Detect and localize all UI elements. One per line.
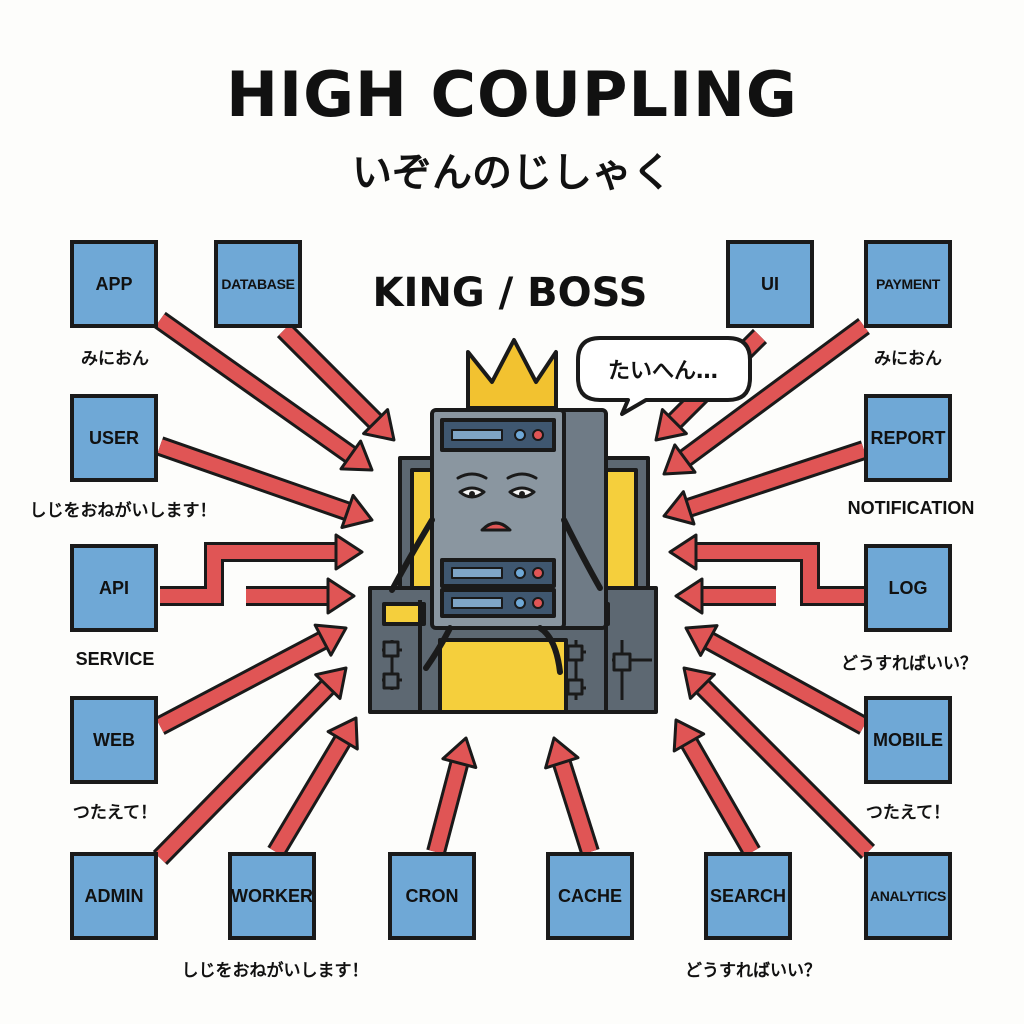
crown-icon <box>466 338 558 410</box>
caption-user: しじをおねがいします！ <box>29 501 217 521</box>
node-mobile-label: MOBILE <box>873 730 943 750</box>
caption-app: みにおん <box>81 349 149 369</box>
speech-bubble-icon <box>576 336 752 416</box>
node-log-label: LOG <box>888 578 928 598</box>
node-cron[interactable]: CRON <box>388 852 476 940</box>
caption-mobile: つたえて！ <box>865 803 951 823</box>
node-cron-label: CRON <box>405 886 459 906</box>
diagram-subtitle: いぞんのじしゃく <box>352 150 672 196</box>
arrow-api-2 <box>246 577 356 615</box>
node-log[interactable]: LOG <box>864 544 952 632</box>
arrow-api <box>160 533 364 606</box>
server-king-icon <box>389 408 608 675</box>
node-ui[interactable]: UI <box>726 240 814 328</box>
node-api[interactable]: API <box>70 544 158 632</box>
node-cache[interactable]: CACHE <box>546 852 634 940</box>
arrow-payment <box>662 317 870 476</box>
arrow-cache <box>544 736 600 856</box>
node-user[interactable]: USER <box>70 394 158 482</box>
arrow-analytics <box>682 666 876 860</box>
arrow-log-2 <box>674 577 776 615</box>
center-label: KING / BOSS <box>372 270 648 316</box>
node-web[interactable]: WEB <box>70 696 158 784</box>
caption-search: どうすればいい？ <box>685 961 821 981</box>
node-search[interactable]: SEARCH <box>704 852 792 940</box>
node-web-label: WEB <box>93 730 135 750</box>
caption-web: つたえて！ <box>72 803 158 823</box>
node-database[interactable]: DATABASE <box>214 240 302 328</box>
node-payment-label: PAYMENT <box>875 276 941 292</box>
node-report[interactable]: REPORT <box>864 394 952 482</box>
arrow-app <box>154 311 374 472</box>
arrow-mobile <box>684 624 869 735</box>
arrow-cron <box>426 736 478 855</box>
node-admin[interactable]: ADMIN <box>70 852 158 940</box>
arrow-worker <box>267 716 359 858</box>
diagram-title: HIGH COUPLING <box>226 58 798 131</box>
node-ui-label: UI <box>761 274 779 294</box>
arrow-log <box>668 533 864 606</box>
arrow-admin <box>152 666 348 865</box>
arrow-report <box>662 440 868 526</box>
node-app[interactable]: APP <box>70 240 158 328</box>
node-admin-label: ADMIN <box>84 886 144 906</box>
arrow-user <box>156 436 374 529</box>
caption-api: SERVICE <box>75 649 155 669</box>
dependency-arrows <box>152 311 876 865</box>
node-worker[interactable]: WORKER <box>228 852 316 940</box>
node-cache-label: CACHE <box>557 886 622 906</box>
node-payment[interactable]: PAYMENT <box>864 240 952 328</box>
node-app-label: APP <box>95 274 133 294</box>
speech-bubble-text: たいへん… <box>607 359 718 384</box>
node-api-label: API <box>98 578 129 598</box>
node-user-label: USER <box>88 428 139 448</box>
node-worker-label: WORKER <box>231 886 313 906</box>
node-report-label: REPORT <box>870 428 946 448</box>
caption-log: どうすればいい？ <box>841 654 977 674</box>
node-analytics-label: ANALYTICS <box>869 888 947 904</box>
node-search-label: SEARCH <box>709 886 786 906</box>
arrow-database <box>276 322 396 442</box>
caption-payment: みにおん <box>874 349 942 369</box>
caption-worker: しじをおねがいします！ <box>181 961 369 981</box>
node-database-label: DATABASE <box>221 276 295 292</box>
arrow-search <box>672 718 761 857</box>
node-analytics[interactable]: ANALYTICS <box>864 852 952 940</box>
arrow-web <box>155 623 348 735</box>
node-mobile[interactable]: MOBILE <box>864 696 952 784</box>
caption-report: NOTIFICATION <box>847 498 975 518</box>
